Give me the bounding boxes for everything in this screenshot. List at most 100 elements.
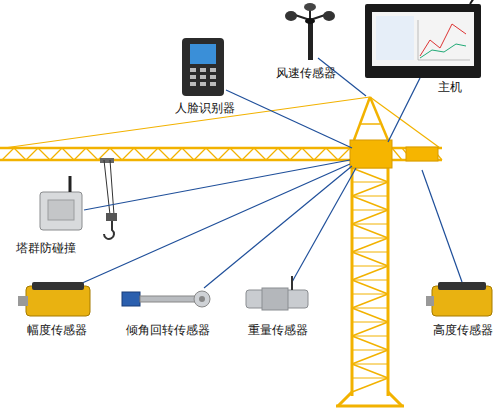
mast-chord	[351, 168, 354, 396]
jib-brace	[122, 148, 134, 160]
jib-brace	[194, 148, 206, 160]
anti-collision-device	[40, 176, 82, 230]
mast-chord	[387, 168, 390, 396]
mast-brace	[352, 336, 388, 337]
jib-brace	[302, 148, 314, 160]
tower-crane	[0, 97, 442, 406]
leader-line	[422, 170, 462, 282]
mast-brace	[352, 196, 388, 197]
mast-brace	[352, 182, 388, 183]
jib-brace	[278, 148, 290, 160]
mast-brace	[352, 210, 388, 224]
mast-brace	[352, 252, 388, 266]
jib-brace	[230, 148, 242, 160]
jib-chord	[0, 159, 352, 162]
hook-block	[106, 213, 117, 221]
jib-brace	[290, 148, 302, 160]
device-label: 高度传感器	[433, 323, 493, 337]
jib-brace	[26, 148, 38, 160]
mast-brace	[352, 378, 388, 392]
jib-brace	[314, 148, 326, 160]
leader-line	[84, 160, 350, 210]
face-recognizer-device	[182, 38, 224, 96]
jib-brace	[50, 148, 62, 160]
jib-brace	[38, 148, 50, 160]
mast-brace	[352, 294, 388, 295]
mast-brace	[352, 322, 388, 323]
leader-line	[80, 164, 350, 284]
counterweight	[406, 147, 438, 161]
tower-top	[354, 97, 370, 140]
mast-brace	[352, 364, 388, 378]
jib-chord	[0, 147, 352, 150]
jib-brace	[242, 148, 254, 160]
mast-brace	[352, 364, 388, 365]
tower-top	[360, 123, 380, 125]
mast-brace	[352, 266, 388, 267]
crane-cab	[350, 140, 392, 168]
device-label: 倾角回转传感器	[126, 323, 210, 337]
weight-sensor-device	[246, 276, 308, 310]
mast-brace	[352, 336, 388, 350]
mast-brace	[352, 294, 388, 308]
mast-brace	[352, 308, 388, 309]
jib-brace	[158, 148, 170, 160]
mast-brace	[352, 308, 388, 322]
mast-brace	[352, 196, 388, 210]
mast-base	[336, 405, 404, 408]
mast-brace	[352, 266, 388, 280]
hook	[104, 221, 114, 239]
tilt-rotation-sensor-device	[122, 291, 210, 307]
jib-brace	[2, 148, 14, 160]
leader-line	[292, 168, 356, 282]
mast-brace	[352, 252, 388, 253]
jib-brace	[74, 148, 86, 160]
counter-jib-brace	[392, 148, 402, 160]
jib-brace	[170, 148, 182, 160]
device-label: 重量传感器	[248, 323, 308, 337]
mast-brace	[352, 378, 388, 379]
jib-brace	[182, 148, 194, 160]
jib-brace	[338, 148, 350, 160]
jib-brace	[86, 148, 98, 160]
jib-brace	[254, 148, 266, 160]
jib-brace	[266, 148, 278, 160]
jib-brace	[218, 148, 230, 160]
jib-brace	[134, 148, 146, 160]
leader-line	[226, 90, 352, 148]
device-label: 风速传感器	[276, 66, 336, 80]
jib-tie	[4, 97, 370, 148]
device-label: 塔群防碰撞	[16, 241, 76, 255]
mast-brace	[352, 224, 388, 225]
mast-base	[338, 392, 352, 406]
device-label: 幅度传感器	[27, 323, 87, 337]
mast-base	[388, 392, 402, 406]
jib-brace	[206, 148, 218, 160]
device-label: 人脸识别器	[175, 101, 235, 115]
jib-brace	[14, 148, 26, 160]
mast-brace	[352, 168, 388, 182]
mast-brace	[352, 238, 388, 239]
mast-brace	[352, 350, 388, 364]
amplitude-sensor-device	[18, 282, 90, 316]
jib-brace	[62, 148, 74, 160]
mast-brace	[352, 280, 388, 294]
jib-brace	[326, 148, 338, 160]
mast-brace	[352, 350, 388, 351]
leader-line	[388, 78, 420, 142]
mast-brace	[352, 280, 388, 281]
hoist-rope	[104, 160, 110, 215]
trolley	[100, 158, 114, 163]
hoist-rope	[110, 160, 114, 215]
leader-lines	[80, 58, 462, 288]
host-device	[365, 0, 481, 78]
jib-brace	[146, 148, 158, 160]
mast-brace	[352, 238, 388, 252]
mast-brace	[352, 224, 388, 238]
mast-brace	[352, 182, 388, 196]
mast-brace	[352, 210, 388, 211]
height-sensor-device	[426, 282, 492, 316]
mast-brace	[352, 322, 388, 336]
